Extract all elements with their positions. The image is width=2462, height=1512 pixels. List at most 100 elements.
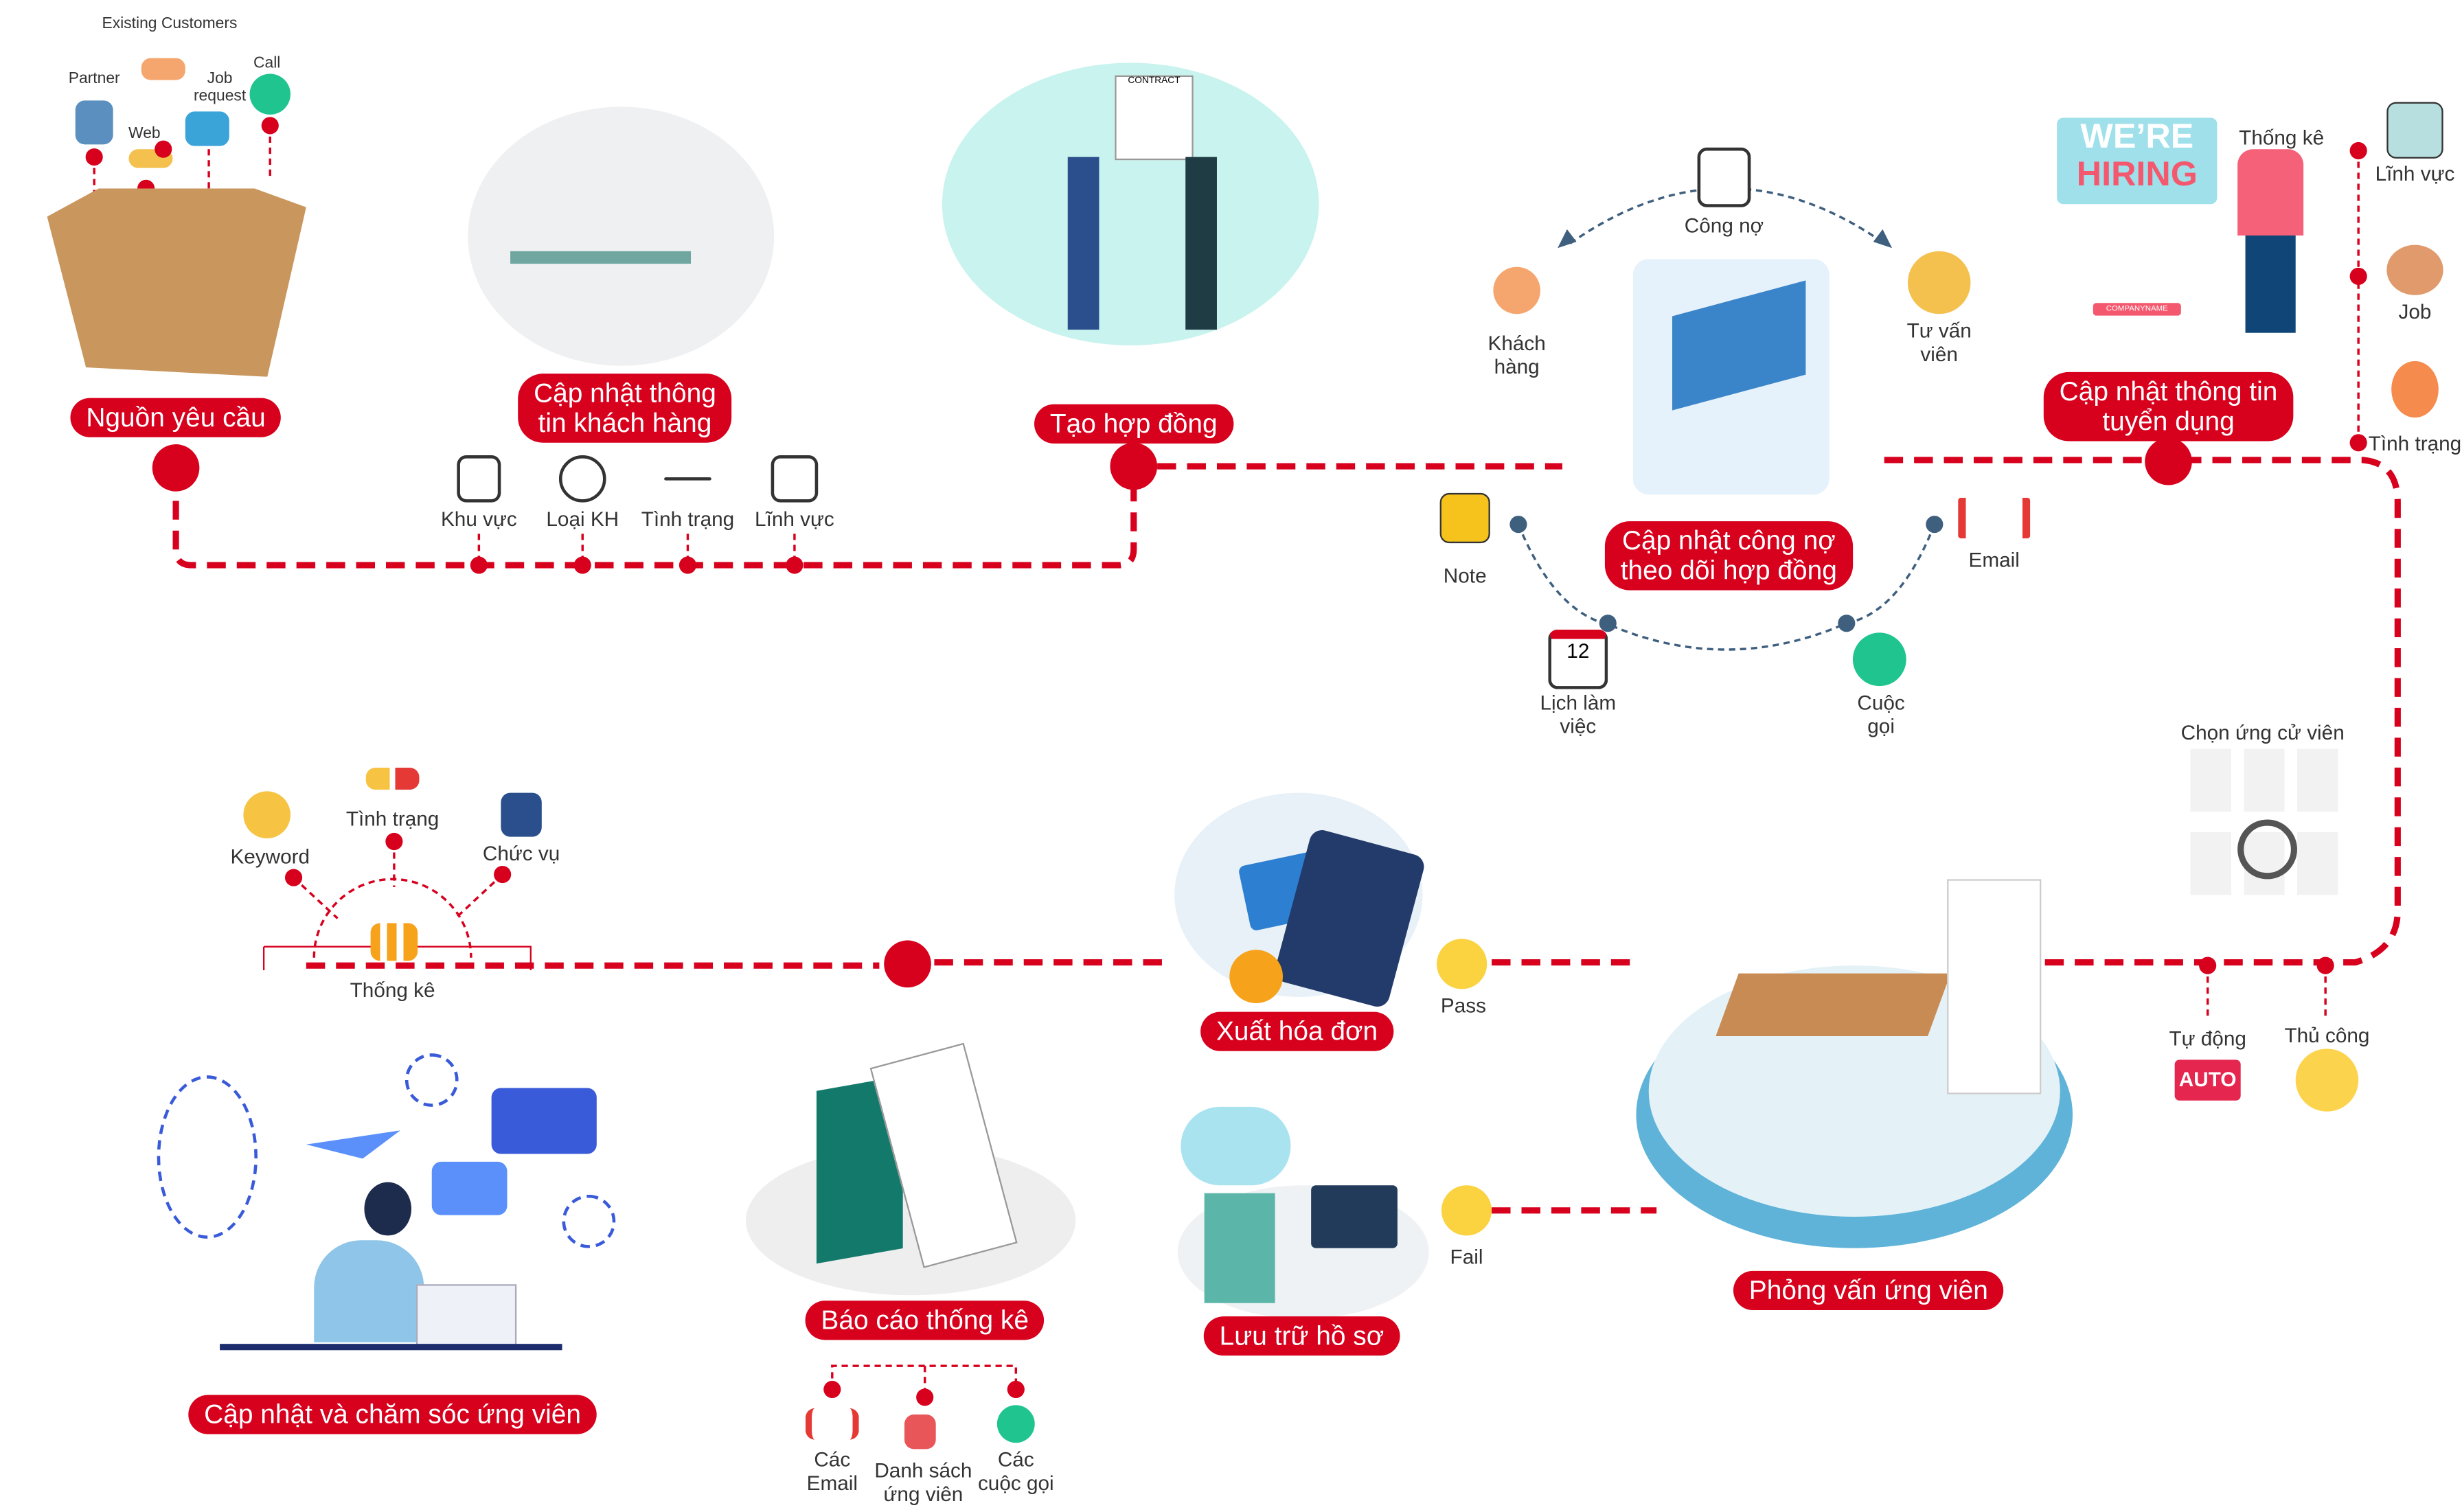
desk-line: [220, 1344, 562, 1351]
position-icon: [501, 792, 542, 837]
pill-line: Cập nhật thông: [534, 378, 716, 409]
team-icon: [2386, 244, 2443, 295]
cycle-dot: [1926, 516, 1944, 534]
field-grid-icon: [2386, 102, 2443, 159]
bookshelf-illustration: [1947, 879, 2042, 1095]
stage-dot: [1110, 442, 1158, 490]
text-line: gọi: [1867, 714, 1895, 738]
sad-face-icon: [1441, 1185, 1492, 1236]
customer-field-khu-vuc: Khu vực: [440, 507, 517, 531]
laptop-icon: [1311, 1185, 1398, 1248]
report-dot: [823, 1380, 841, 1399]
person-figure: [1185, 157, 1217, 330]
cycle-email: Email: [1968, 547, 2020, 572]
text-line: Khách: [1488, 331, 1546, 355]
stage-luu-tru[interactable]: Lưu trữ hồ sơ: [1203, 1316, 1400, 1356]
care-keyword: Keyword: [230, 845, 310, 869]
pill-line: tuyển dụng: [2102, 406, 2235, 437]
customer-field-tinh-trang: Tình trạng: [641, 507, 735, 531]
thinking-face-icon: [2295, 1049, 2359, 1112]
stage-cham-soc[interactable]: Cập nhật và chăm sóc ứng viên: [188, 1395, 597, 1434]
source-existing-customers: Existing Customers: [102, 15, 238, 34]
poster-line: WE’RE: [2080, 116, 2194, 156]
cycle-dot: [1599, 615, 1617, 632]
cycle-note: Note: [1443, 563, 1487, 588]
candidate-cards: [2190, 748, 2338, 812]
chat-bubble-icon: [491, 1088, 597, 1154]
laptop-icon: [415, 1284, 517, 1347]
stage-phong-van[interactable]: Phỏng vấn ứng viên: [1733, 1270, 2004, 1311]
field-dot: [2349, 434, 2367, 452]
recruitment-thong-ke: Thống kê: [2239, 125, 2325, 150]
customer-type-icon: [558, 455, 606, 503]
agent-head: [364, 1182, 412, 1236]
field-icon: [771, 455, 819, 503]
email-icon: [805, 1408, 859, 1440]
source-dot: [155, 140, 172, 158]
field-dot: [470, 556, 488, 574]
selection-auto: Tự động: [2169, 1027, 2246, 1051]
recruitment-field-tinh-trang: Tình trạng: [2368, 431, 2462, 456]
customer-field-loai-kh: Loại KH: [546, 507, 619, 531]
recruiter-legs: [2245, 235, 2296, 333]
monitor-icon: [185, 111, 229, 146]
desk-illustration: [510, 251, 692, 264]
text-line: Danh sách: [874, 1458, 972, 1482]
handshake-icon: [75, 100, 113, 145]
box-icon: [47, 188, 306, 377]
status-person-icon: [2391, 360, 2439, 418]
server-icon: [1204, 1193, 1275, 1303]
smile-icon: [1437, 939, 1488, 989]
source-web: Web: [128, 125, 161, 144]
office-illustration: [468, 106, 775, 366]
text-line: Các: [997, 1447, 1034, 1471]
pill-line: theo dõi hợp đồng: [1620, 555, 1837, 586]
stage-bao-cao[interactable]: Báo cáo thống kê: [805, 1301, 1045, 1340]
stage-dot: [152, 444, 200, 492]
source-job-request: Job request: [193, 70, 247, 106]
result-fail: Fail: [1450, 1245, 1483, 1269]
candidate-list-icon: [904, 1414, 936, 1450]
user-chat-icon: [431, 1161, 508, 1215]
desk-illustration: [1716, 973, 1951, 1037]
customers-icon: [141, 58, 185, 80]
care-dot: [385, 832, 403, 851]
field-dot: [679, 556, 697, 574]
text-line: Cuộc: [1857, 691, 1905, 715]
text-line: Email: [806, 1471, 858, 1495]
decorative-path: [157, 1075, 258, 1239]
option-dot: [2199, 957, 2217, 974]
cloud-icon: [1181, 1106, 1291, 1186]
note-icon: [1439, 492, 1490, 544]
report-dot: [1007, 1380, 1025, 1399]
pill-line: Cập nhật công nợ: [1621, 525, 1836, 556]
phone-icon: [1852, 632, 1906, 687]
customer-icon: [1493, 266, 1540, 314]
calendar-icon: 12: [1548, 629, 1608, 689]
text-line: Tư vấn: [1906, 319, 1972, 343]
text-line: hàng: [1494, 354, 1540, 379]
stage-nguon-yeu-cau[interactable]: Nguồn yêu cầu: [70, 398, 282, 437]
text-line: việc: [1560, 714, 1597, 738]
person-figure: [1067, 157, 1099, 330]
poster-line: HIRING: [2076, 154, 2198, 194]
care-thong-ke: Thống kê: [350, 978, 435, 1002]
auto-badge: AUTO: [2174, 1059, 2241, 1101]
selection-manual: Thủ công: [2284, 1023, 2370, 1048]
stage-xuat-hoa-don[interactable]: Xuất hóa đơn: [1200, 1011, 1394, 1051]
source-dot: [261, 117, 279, 135]
contract-document: CONTRACT: [1115, 75, 1194, 161]
stage-tao-hop-dong[interactable]: Tạo hợp đồng: [1034, 404, 1233, 444]
coin-icon: [1229, 950, 1283, 1004]
care-dot: [284, 869, 303, 886]
